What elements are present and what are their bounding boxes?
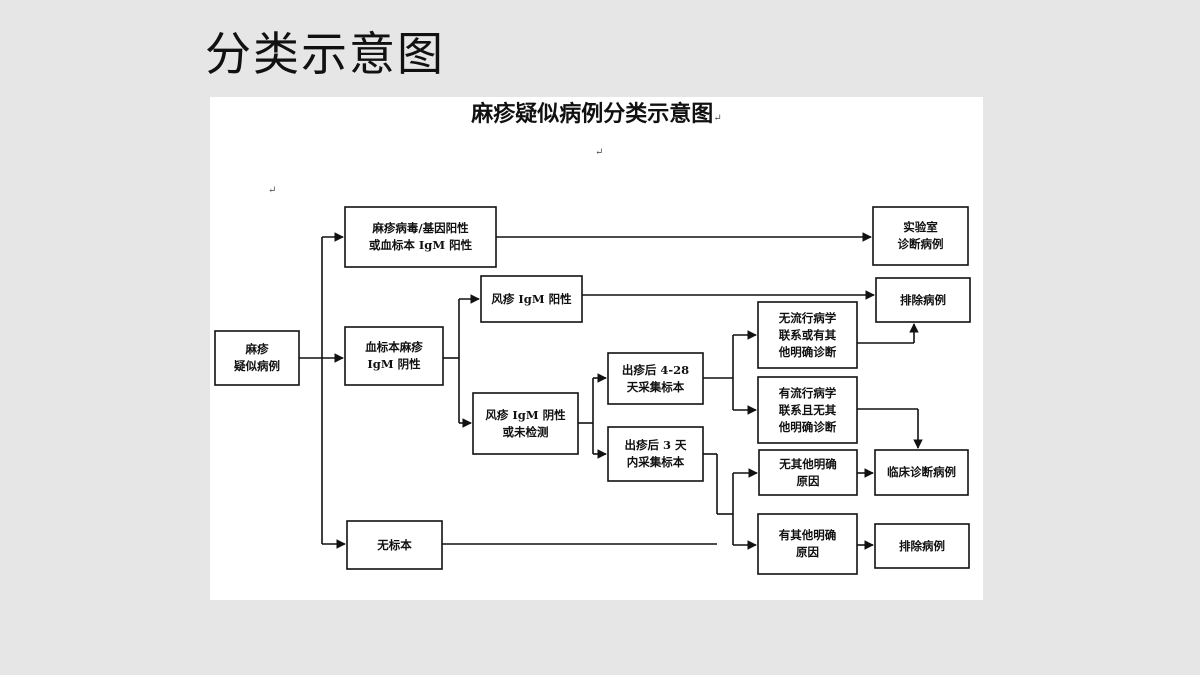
label-rash-4-28: 出疹后 4-28 天采集标本 (621, 362, 690, 394)
diagram-title: 麻疹疑似病例分类示意图↵ (471, 101, 722, 127)
box-measles-igm-negative (344, 326, 444, 386)
label-rash-3: 出疹后 3 天 内采集标本 (624, 438, 687, 469)
paragraph-mark: ↵ (268, 185, 277, 196)
label-suspected: 麻疹 疑似病例 (234, 342, 280, 373)
box-no-epi-link (757, 301, 858, 369)
box-rubella-positive (480, 275, 583, 323)
label-no-specimen: 无标本 (377, 537, 412, 552)
label-rubella-positive: 风疹 IgM 阳性 (491, 291, 572, 306)
label-has-other-cause: 有其他明确 原因 (778, 528, 837, 559)
paragraph-mark: ↵ (595, 147, 604, 158)
box-lab-confirmed (872, 206, 969, 266)
label-excluded-2: 排除病例 (899, 538, 945, 553)
label-measles-positive: 麻疹病毒/基因阳性 或血标本 IgM 阳性 (368, 221, 473, 252)
label-lab-confirmed: 实验室 诊断病例 (897, 220, 944, 251)
box-excluded-1 (875, 277, 971, 323)
label-rubella-negative: 风疹 IgM 阴性 或未检测 (485, 407, 566, 439)
box-has-other-cause (757, 513, 858, 575)
box-clinical (874, 449, 969, 496)
label-no-epi-link: 无流行病学 联系或有其 他明确诊断 (778, 310, 837, 359)
label-excluded-1: 排除病例 (900, 292, 946, 307)
label-measles-igm-negative: 血标本麻疹 IgM 阴性 (365, 340, 423, 371)
box-no-specimen (346, 520, 443, 570)
box-excluded-2 (874, 523, 970, 569)
box-has-epi-link (757, 376, 858, 444)
classification-diagram: 麻疹疑似病例分类示意图↵ ↵ ↵ (210, 97, 983, 600)
flow-connectors (214, 206, 971, 575)
label-has-epi-link: 有流行病学 联系且无其 他明确诊断 (778, 385, 837, 434)
label-no-other-cause: 无其他明确 原因 (779, 456, 837, 488)
label-clinical: 临床诊断病例 (887, 465, 956, 479)
slide-title: 分类示意图 (205, 27, 445, 81)
